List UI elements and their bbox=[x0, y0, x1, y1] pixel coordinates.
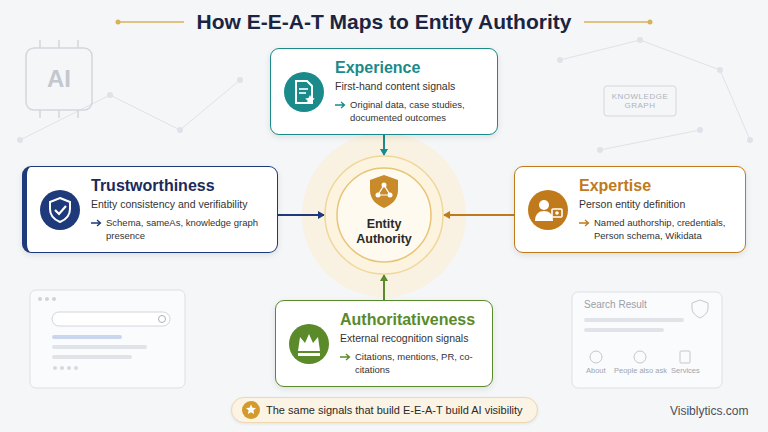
connector-arrow bbox=[444, 214, 514, 216]
card-subtitle: First-hand content signals bbox=[335, 80, 485, 93]
diagram-title: How E-E-A-T Maps to Entity Authority bbox=[0, 10, 768, 34]
card-subtitle: Entity consistency and verifiability bbox=[91, 198, 265, 211]
node-icon bbox=[527, 189, 569, 231]
card-heading: Experience bbox=[335, 58, 485, 77]
card-detail: Named authorship, credentials, Person sc… bbox=[579, 217, 733, 242]
node-icon bbox=[288, 323, 330, 365]
node-icon bbox=[39, 189, 81, 231]
watermark-text: AI bbox=[47, 65, 71, 93]
card-detail: Original data, case studies, documented … bbox=[335, 99, 485, 124]
bullet-arrow bbox=[335, 101, 346, 109]
banner-text: The same signals that build E-E-A-T buil… bbox=[266, 404, 523, 416]
signal-card: AuthoritativenessExternal recognition si… bbox=[275, 300, 493, 387]
brand-name: Visiblytics.com bbox=[670, 404, 748, 418]
card-heading: Authoritativeness bbox=[340, 310, 480, 329]
watermark-text: KNOWLEDGE GRAPH bbox=[610, 92, 670, 110]
connector-arrow bbox=[383, 135, 385, 155]
signal-card: ExpertisePerson entity definitionNamed a… bbox=[514, 166, 746, 253]
bullet-arrow bbox=[340, 353, 351, 361]
card-subtitle: Person entity definition bbox=[579, 198, 733, 211]
center-circle-shape bbox=[324, 155, 444, 275]
bullet-arrow bbox=[91, 219, 102, 227]
card-detail: Citations, mentions, PR, co-citations bbox=[340, 351, 480, 376]
bullet-arrow bbox=[579, 219, 590, 227]
center-label: Entity Authority bbox=[341, 217, 427, 247]
mock-heading: Search Result bbox=[584, 299, 647, 310]
mock-tab: Services bbox=[671, 366, 700, 375]
connector-arrow bbox=[278, 214, 324, 216]
signal-card: TrustworthinessEntity consistency and ve… bbox=[22, 166, 278, 253]
card-heading: Trustworthiness bbox=[91, 176, 265, 195]
center-circle: Entity Authority bbox=[324, 155, 444, 275]
star-icon bbox=[242, 401, 260, 419]
signal-card: ExperienceFirst-hand content signalsOrig… bbox=[270, 48, 498, 135]
card-heading: Expertise bbox=[579, 176, 733, 195]
mock-tab: About bbox=[586, 366, 606, 375]
footer-banner: The same signals that build E-E-A-T buil… bbox=[231, 397, 538, 423]
mock-tab: People also ask bbox=[614, 366, 667, 375]
card-detail: Schema, sameAs, knowledge graph presence bbox=[91, 217, 265, 242]
connector-arrow bbox=[383, 275, 385, 300]
card-subtitle: External recognition signals bbox=[340, 332, 480, 345]
node-icon bbox=[283, 71, 325, 113]
